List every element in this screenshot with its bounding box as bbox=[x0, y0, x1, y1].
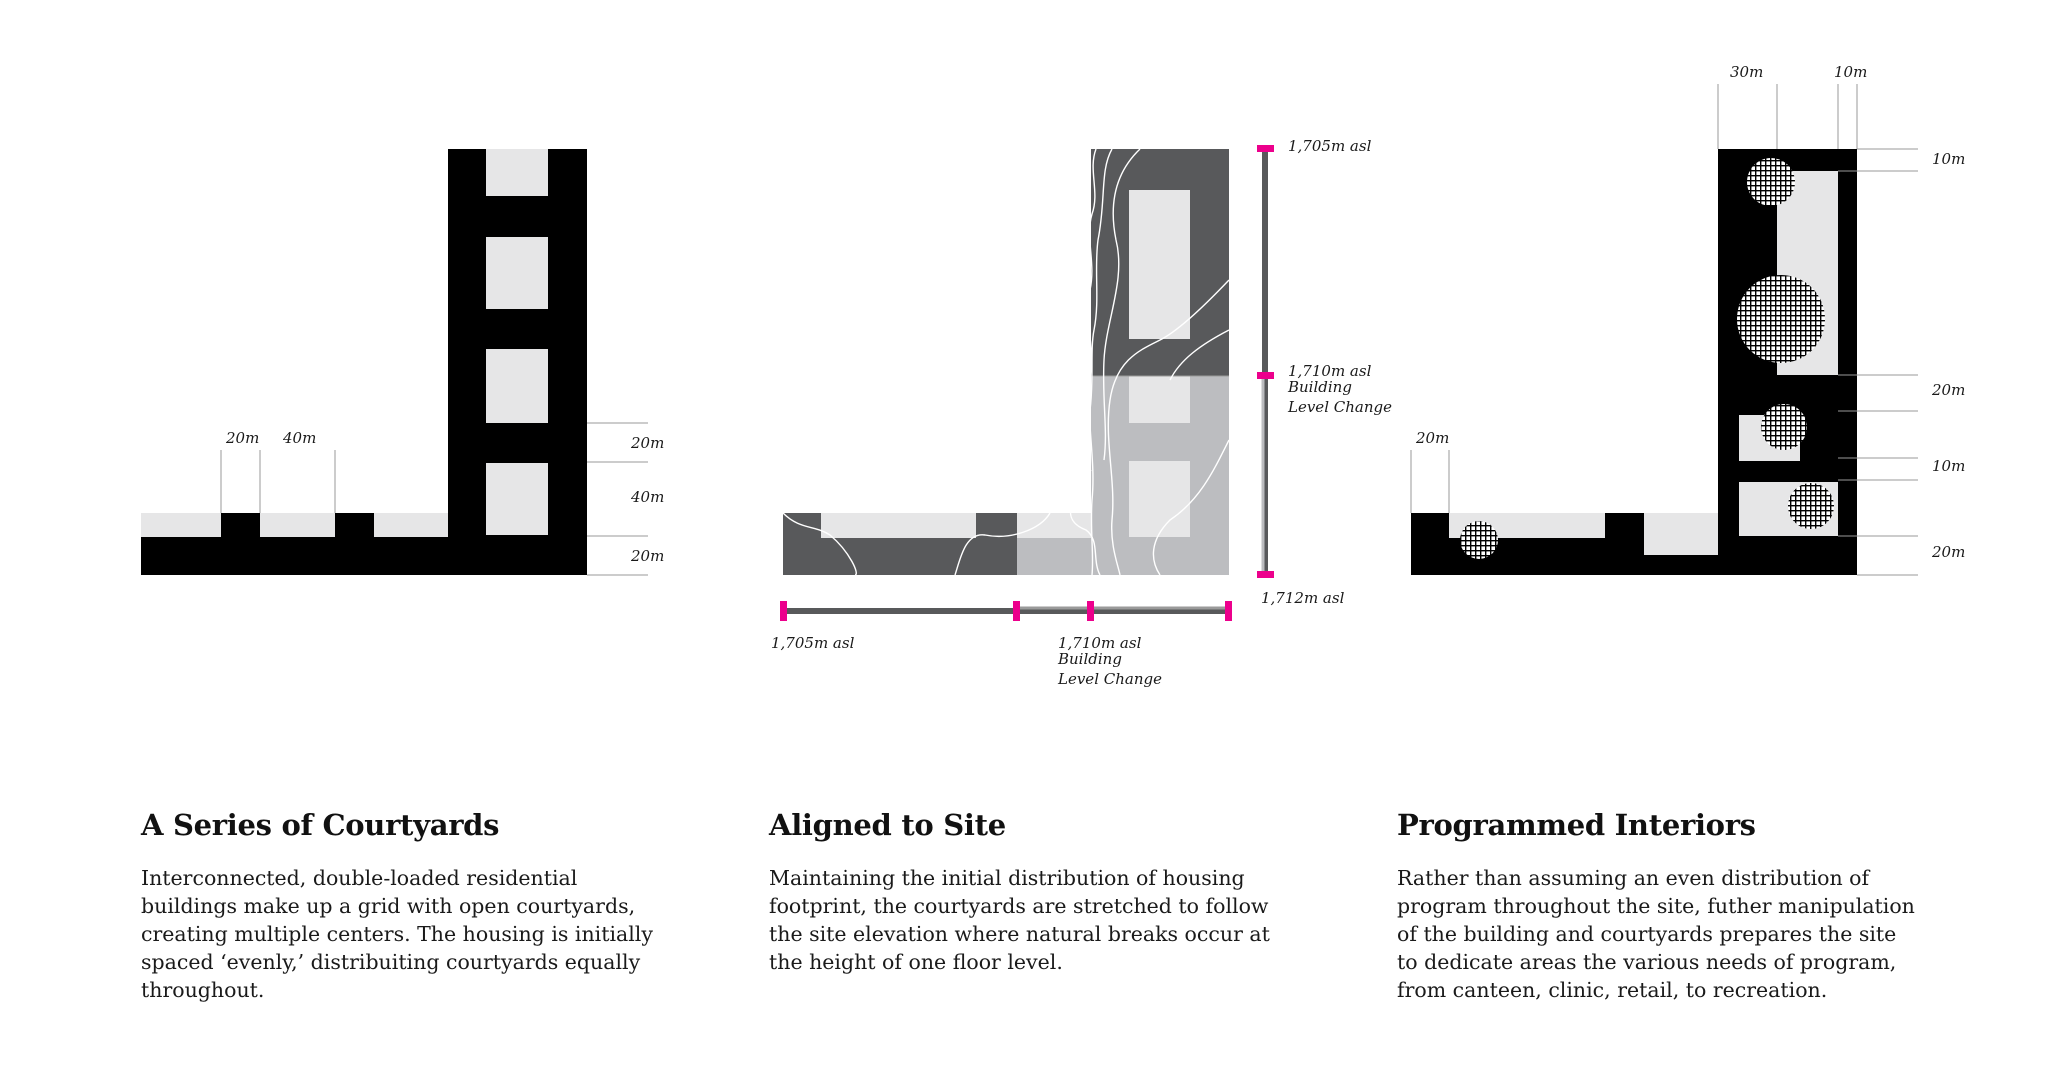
dim-label-height: 20m bbox=[630, 434, 664, 452]
diagram-site: 1,705m asl 1,710m asl Building Level Cha… bbox=[771, 137, 1392, 688]
courtyard bbox=[1129, 376, 1190, 423]
building-footprint bbox=[141, 149, 587, 575]
program-circle bbox=[1460, 521, 1498, 559]
elevation-label-mid: 1,710m asl bbox=[1288, 362, 1372, 380]
courtyard bbox=[1129, 190, 1190, 339]
dim-label-width: 30m bbox=[1730, 63, 1763, 81]
elevation-label-mid: Level Change bbox=[1287, 398, 1392, 416]
dim-label-height: 20m bbox=[1931, 381, 1965, 399]
elevation-label-mid: Building bbox=[1287, 378, 1352, 396]
contour-lines bbox=[782, 148, 1230, 576]
courtyard bbox=[1017, 513, 1091, 538]
dim-label-height: 20m bbox=[1931, 543, 1965, 561]
courtyard bbox=[1129, 461, 1190, 537]
dim-label-width: 20m bbox=[1415, 429, 1449, 447]
elevation-label-bottom: 1,712m asl bbox=[1261, 589, 1345, 607]
courtyard bbox=[486, 149, 548, 196]
elevation-label-top: 1,705m asl bbox=[1288, 137, 1372, 155]
courtyard bbox=[486, 237, 548, 309]
panel-title: Aligned to Site bbox=[769, 808, 1006, 842]
dimension-lines bbox=[1410, 84, 1918, 576]
dim-label-width: 20m bbox=[225, 429, 259, 447]
program-circle bbox=[1737, 275, 1825, 363]
diagram-courtyards: 20m 40m 20m 40m 20m bbox=[141, 149, 664, 576]
panel-site: Aligned to Site Maintaining the initial … bbox=[769, 808, 1289, 976]
terrain-light-zone bbox=[1017, 538, 1091, 575]
courtyard bbox=[486, 463, 548, 535]
dim-label-height: 20m bbox=[630, 547, 664, 565]
panel-description: Maintaining the initial distribution of … bbox=[769, 866, 1270, 974]
program-circle bbox=[1761, 404, 1807, 450]
program-circle bbox=[1747, 158, 1795, 206]
courtyard-strip bbox=[141, 513, 451, 538]
panel-title: Programmed Interiors bbox=[1397, 808, 1756, 842]
courtyard bbox=[1644, 513, 1718, 555]
elevation-markers bbox=[1257, 145, 1274, 578]
diagram-program: 30m 10m 20m 10m 20m 10m 20m bbox=[1410, 63, 1965, 576]
elevation-label-left: 1,705m asl bbox=[771, 634, 855, 652]
dim-label-height: 10m bbox=[1932, 150, 1965, 168]
courtyard bbox=[486, 349, 548, 423]
panel-description: Rather than assuming an even distributio… bbox=[1397, 866, 1915, 1002]
panel-courtyards: A Series of Courtyards Interconnected, d… bbox=[141, 808, 661, 1004]
elevation-markers bbox=[780, 601, 1232, 621]
terrain-dark-zone bbox=[783, 513, 1017, 575]
dim-label-width: 40m bbox=[282, 429, 316, 447]
panel-title: A Series of Courtyards bbox=[141, 808, 500, 842]
elevation-label-mid: Level Change bbox=[1057, 670, 1162, 688]
dim-label-height: 10m bbox=[1932, 457, 1965, 475]
dim-label-height: 40m bbox=[630, 488, 664, 506]
building-footprint bbox=[1411, 149, 1857, 575]
elevation-label-mid: Building bbox=[1057, 650, 1122, 668]
panel-description: Interconnected, double-loaded residentia… bbox=[141, 866, 653, 1002]
panel-program: Programmed Interiors Rather than assumin… bbox=[1397, 808, 1917, 1004]
program-circle bbox=[1788, 483, 1834, 529]
dimension-lines bbox=[220, 422, 648, 576]
elevation-label-mid: 1,710m asl bbox=[1058, 634, 1142, 652]
dim-label-width: 10m bbox=[1834, 63, 1867, 81]
